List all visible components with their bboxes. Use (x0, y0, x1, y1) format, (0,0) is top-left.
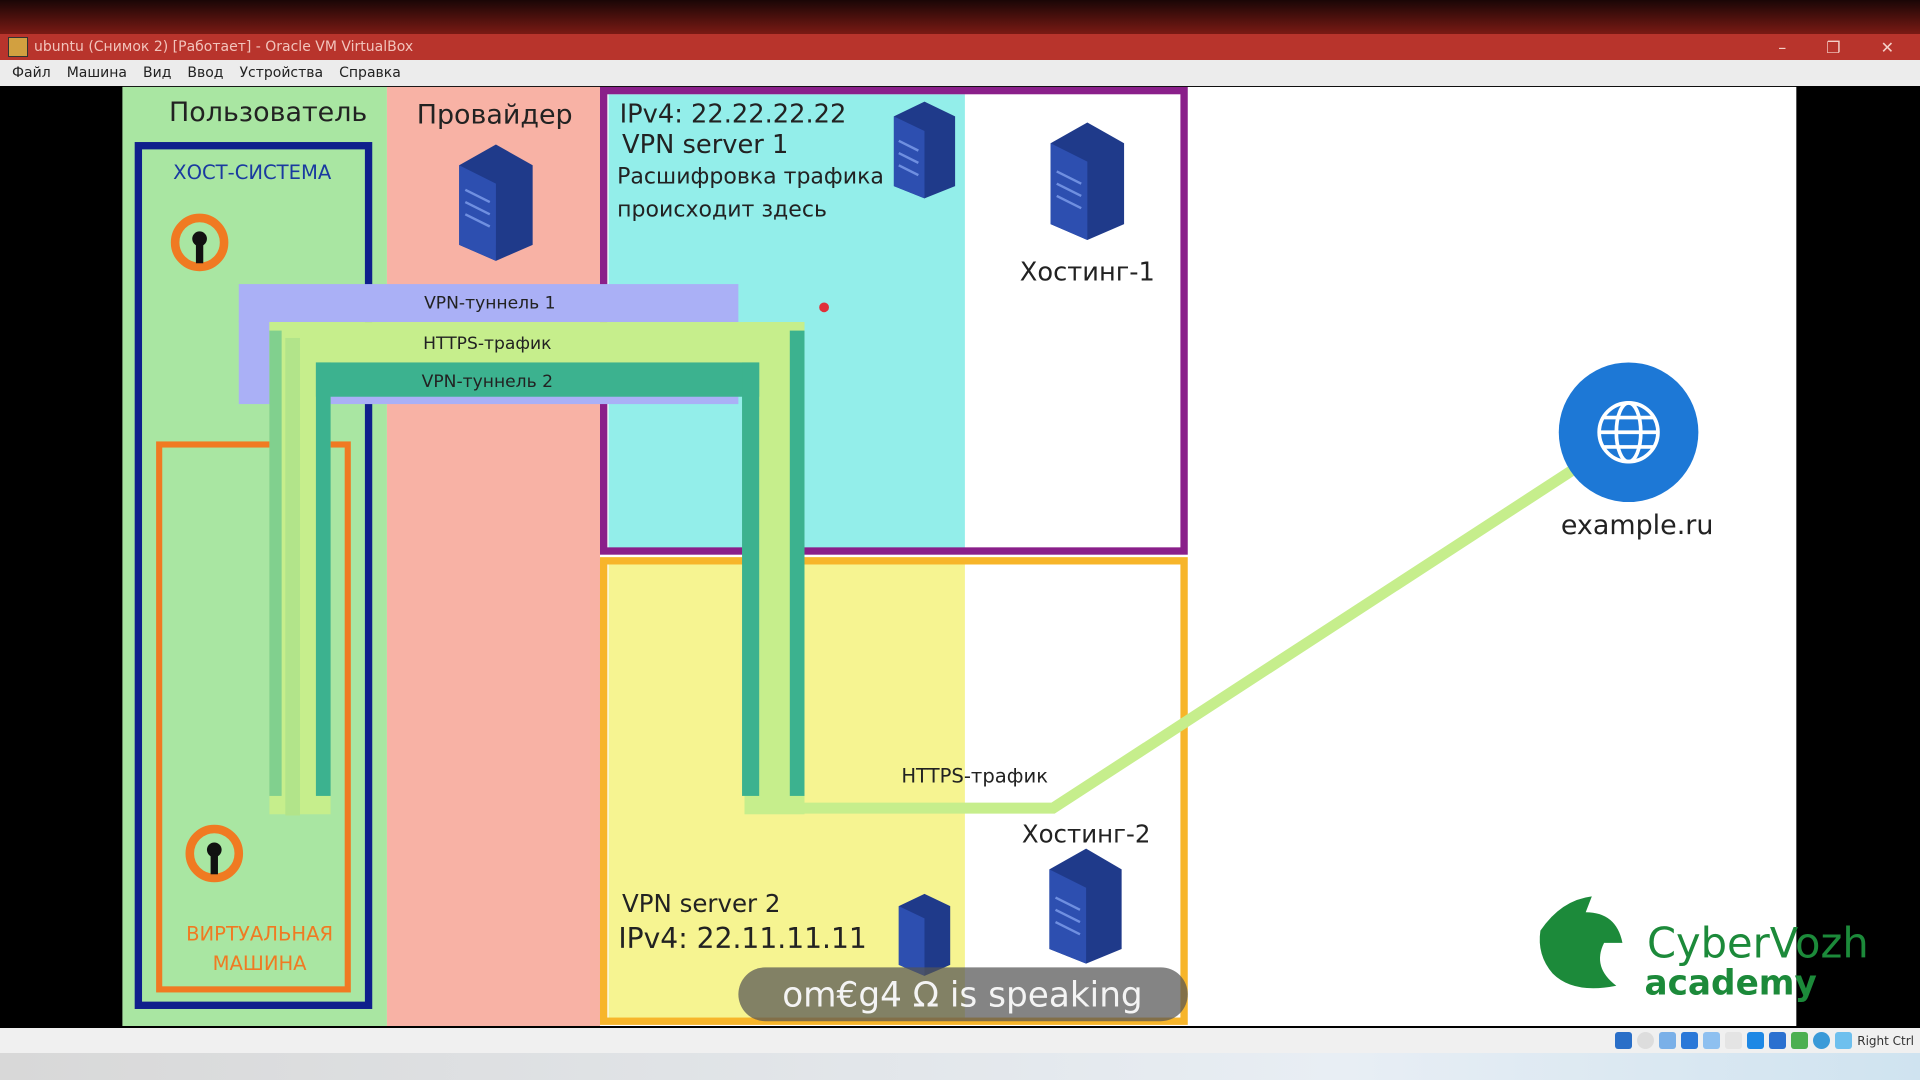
menu-bar: Файл Машина Вид Ввод Устройства Справка (0, 60, 1920, 86)
user-column (122, 86, 387, 1027)
window-title: ubuntu (Снимок 2) [Работает] - Oracle VM… (34, 39, 414, 55)
https-line-to-site (759, 438, 1617, 814)
logo-line1: CyberVozh (1647, 919, 1869, 968)
vpn-tunnel-2 (269, 330, 805, 796)
mouse-integration-icon[interactable] (1813, 1032, 1831, 1049)
hosting1-label: Хостинг-1 (1020, 257, 1155, 287)
vpn1-ip: IPv4: 22.22.22.22 (620, 99, 847, 129)
vm-label-line2: МАШИНА (213, 952, 308, 975)
host-system-box (134, 142, 373, 1009)
hosting2-label: Хостинг-2 (1022, 819, 1151, 848)
host-key-label: Right Ctrl (1857, 1033, 1914, 1048)
pointer-dot (819, 302, 829, 313)
vpn2-ip: IPv4: 22.11.11.11 (618, 922, 866, 955)
hosting1-server-icon (1050, 122, 1125, 240)
host-system-label: ХОСТ-СИСТЕМА (173, 161, 332, 184)
vpn1-server-icon (893, 101, 956, 199)
vpn1-note-line2: происходит здесь (617, 198, 827, 223)
virtualbox-app-icon (8, 37, 28, 57)
hard-disk-icon[interactable] (1615, 1032, 1633, 1049)
speaking-overlay: om€g4 Ω is speaking (738, 967, 1188, 1022)
cpu-activity-icon[interactable] (1791, 1032, 1809, 1049)
virtual-machine-box (156, 441, 351, 993)
speaking-text: om€g4 Ω is speaking (782, 976, 1142, 1016)
network-icon[interactable] (1681, 1032, 1699, 1049)
vm-vpn-client-icon (185, 824, 244, 883)
host-vpn-client-icon (170, 213, 229, 272)
site-label: example.ru (1561, 510, 1714, 541)
user-column-title: Пользователь (169, 97, 367, 128)
provider-server-icon (459, 144, 533, 261)
keyboard-capture-icon[interactable] (1835, 1032, 1853, 1049)
title-bar: ubuntu (Снимок 2) [Работает] - Oracle VM… (0, 34, 1920, 60)
menu-devices[interactable]: Устройства (239, 65, 324, 81)
cybervozh-logo: CyberVozh academy (1539, 896, 1869, 1003)
menu-input[interactable]: Ввод (187, 65, 224, 81)
hosting2-server-icon (1049, 848, 1122, 964)
https-top-label: HTTPS-трафик (423, 334, 551, 354)
tunnel2-label: VPN-туннель 2 (422, 372, 553, 392)
provider-column-title: Провайдер (417, 100, 573, 131)
restore-button[interactable]: ❐ (1826, 37, 1841, 57)
close-button[interactable]: ✕ (1880, 37, 1894, 57)
menu-file[interactable]: Файл (12, 65, 51, 81)
taskbar (0, 1053, 1920, 1080)
audio-icon[interactable] (1659, 1032, 1677, 1049)
https-bottom-label: HTTPS-трафик (901, 764, 1048, 787)
optical-drive-icon[interactable] (1637, 1032, 1655, 1049)
menu-view[interactable]: Вид (143, 65, 172, 81)
vpn2-server-icon (898, 893, 951, 976)
shared-folders-icon[interactable] (1725, 1032, 1743, 1049)
logo-line2: academy (1644, 963, 1816, 1003)
top-strip (0, 0, 1920, 34)
minimize-button[interactable]: – (1778, 37, 1787, 57)
display-icon[interactable] (1747, 1032, 1765, 1049)
status-bar: Right Ctrl (0, 1026, 1920, 1053)
usb-icon[interactable] (1703, 1032, 1721, 1049)
vpn1-name: VPN server 1 (622, 130, 788, 160)
globe-icon (1558, 362, 1699, 503)
video-capture-icon[interactable] (1769, 1032, 1787, 1049)
vpn1-note-line1: Расшифровка трафика (617, 165, 884, 190)
vpn2-name: VPN server 2 (622, 889, 780, 918)
menu-machine[interactable]: Машина (66, 65, 127, 81)
menu-help[interactable]: Справка (339, 65, 401, 81)
tunnel1-label: VPN-туннель 1 (424, 294, 555, 314)
vm-label-line1: ВИРТУАЛЬНАЯ (186, 922, 333, 945)
